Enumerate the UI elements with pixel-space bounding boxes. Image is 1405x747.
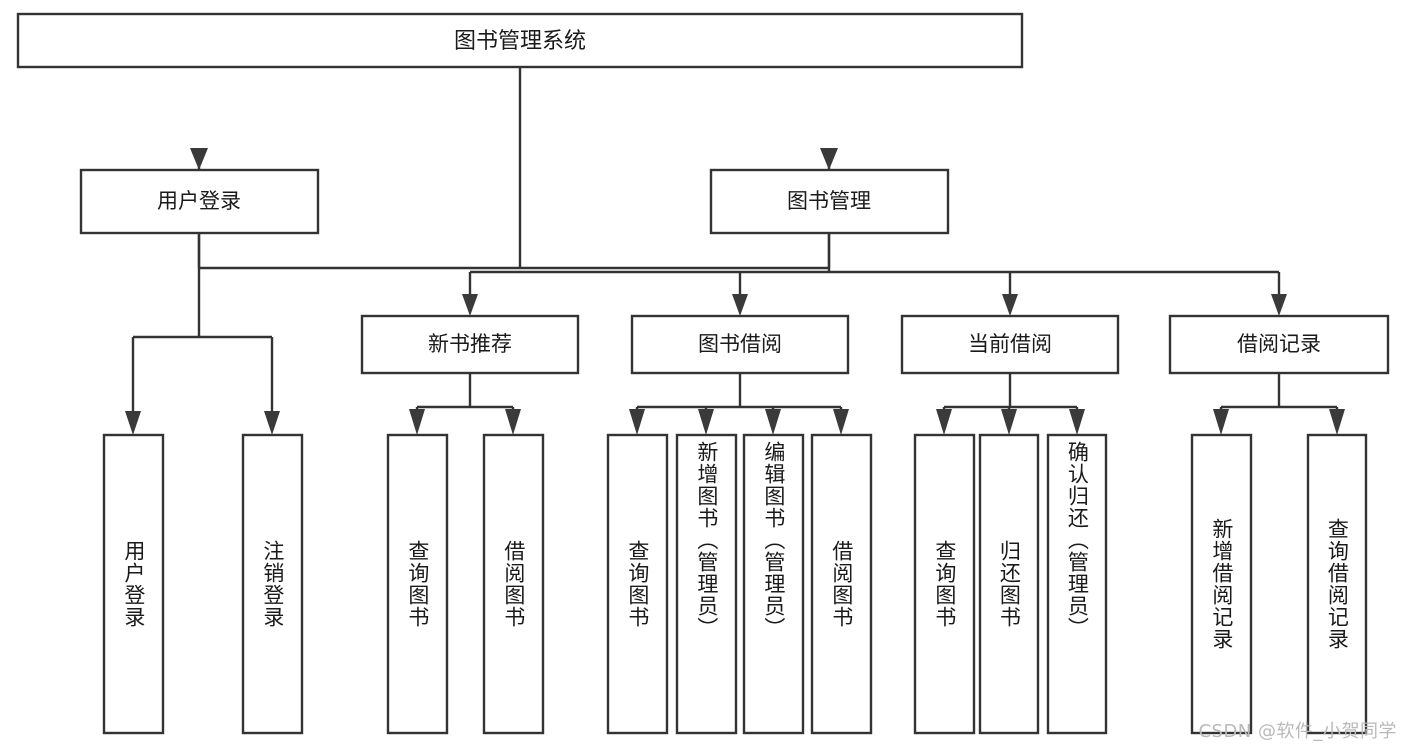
arrow-to-new-book-recommend — [462, 294, 478, 316]
node-leaf-borrow-book[interactable] — [810, 433, 873, 735]
node-borrow-record[interactable] — [1168, 314, 1390, 375]
arrow-to-borrow-record — [1271, 294, 1287, 316]
node-root-label: 图书管理系统 — [454, 29, 586, 54]
arrow-to-leaf-query-book-cur — [936, 409, 952, 435]
arrow-to-leaf-logout — [264, 411, 280, 435]
node-new-book-recommend-label: 新书推荐 — [428, 332, 512, 356]
node-book-borrow-label: 图书借阅 — [698, 332, 782, 356]
arrow-to-leaf-edit-book — [765, 409, 781, 435]
node-book-manage-label: 图书管理 — [787, 189, 871, 213]
arrow-to-book-borrow — [732, 294, 748, 316]
arrow-to-leaf-query-book-borrow — [629, 409, 645, 435]
node-book-manage[interactable] — [709, 168, 950, 235]
arrow-to-leaf-confirm-return — [1069, 409, 1085, 435]
arrow-to-leaf-add-book — [698, 409, 714, 435]
node-current-borrow[interactable] — [900, 314, 1120, 375]
node-leaf-confirm-return[interactable] — [1046, 433, 1108, 735]
node-leaf-user-login[interactable] — [102, 433, 165, 735]
node-book-borrow[interactable] — [630, 314, 850, 375]
node-leaf-add-book[interactable] — [675, 433, 738, 735]
arrow-to-leaf-query-book-rec — [409, 409, 425, 435]
node-leaf-logout[interactable] — [241, 433, 304, 735]
arrow-to-leaf-add-record — [1213, 409, 1229, 435]
node-user-login-label: 用户登录 — [157, 189, 241, 213]
node-leaf-add-record[interactable] — [1190, 433, 1253, 735]
arrow-to-leaf-borrow-book — [833, 409, 849, 435]
arrow-to-leaf-user-login — [125, 411, 141, 435]
node-user-login[interactable] — [79, 168, 320, 235]
node-root[interactable] — [16, 12, 1024, 69]
arrow-to-user-login — [190, 148, 208, 170]
node-leaf-query-book-rec[interactable] — [386, 433, 449, 735]
node-layer: 图书管理系统 用户登录 图书管理 新书推荐 图书借阅 当前借阅 借阅记录 — [16, 12, 1390, 735]
node-borrow-record-label: 借阅记录 — [1237, 332, 1321, 356]
connector-layer — [125, 67, 1345, 435]
node-leaf-query-book-borrow[interactable] — [606, 433, 669, 735]
arrow-to-leaf-return-book — [1001, 409, 1017, 435]
node-leaf-borrow-book-rec[interactable] — [482, 433, 545, 735]
node-leaf-edit-book[interactable] — [742, 433, 805, 735]
node-leaf-query-book-cur[interactable] — [913, 433, 976, 735]
arrow-to-leaf-borrow-book-rec — [505, 409, 521, 435]
node-current-borrow-label: 当前借阅 — [968, 332, 1052, 356]
arrow-to-current-borrow — [1002, 294, 1018, 316]
node-leaf-query-record[interactable] — [1306, 433, 1368, 735]
arrow-to-leaf-query-record — [1329, 409, 1345, 435]
node-leaf-return-book[interactable] — [978, 433, 1040, 735]
arrow-to-book-manage — [820, 148, 838, 170]
node-new-book-recommend[interactable] — [360, 314, 580, 375]
